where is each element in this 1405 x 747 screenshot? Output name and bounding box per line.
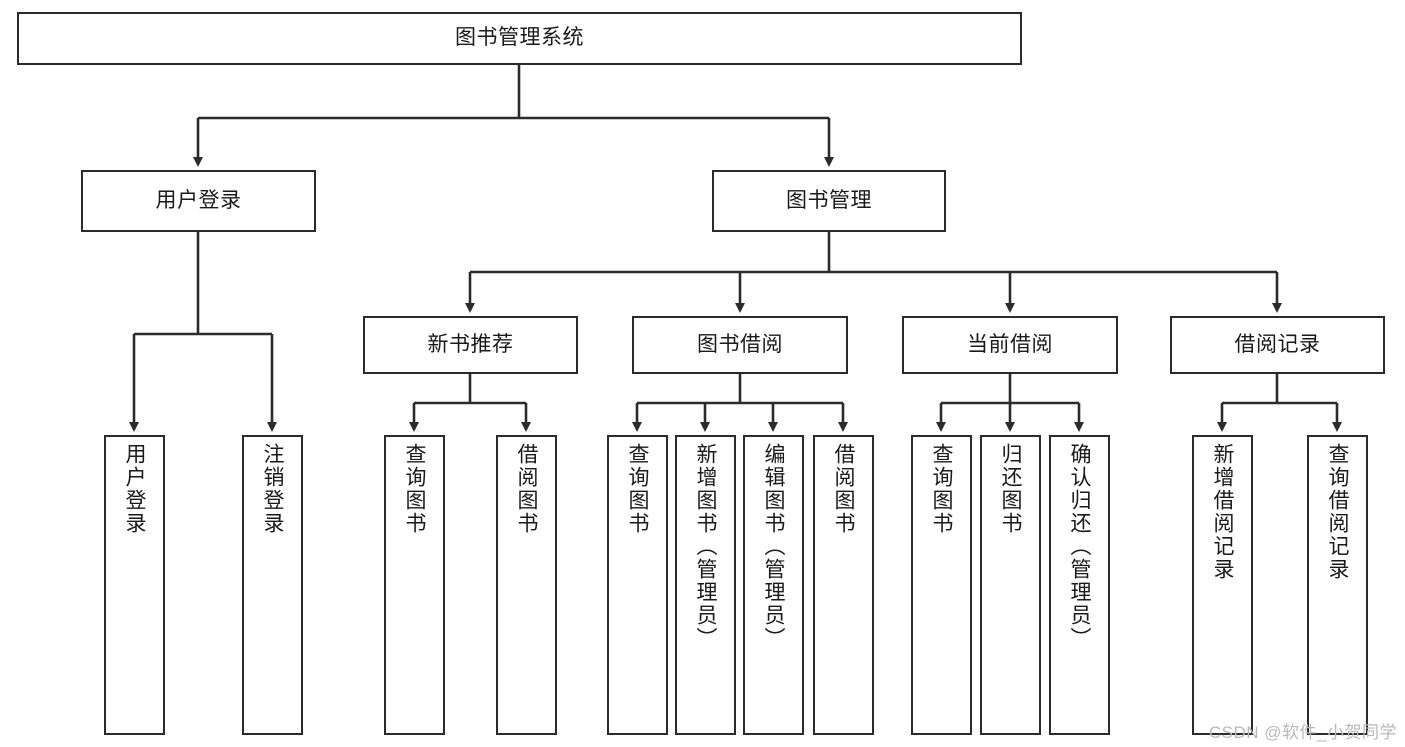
node-leaf-add-record[interactable]: 新增借阅记录 xyxy=(1192,435,1253,735)
node-leaf-query-book-2[interactable]: 查询图书 xyxy=(607,435,668,735)
node-leaf-borrow-book-1-label: 借阅图书 xyxy=(515,443,538,535)
node-leaf-query-book-2-label: 查询图书 xyxy=(626,443,649,535)
node-leaf-confirm-return-label: 确认归还（管理员） xyxy=(1068,443,1091,650)
node-user-login[interactable]: 用户登录 xyxy=(81,170,316,232)
node-new-book-rec[interactable]: 新书推荐 xyxy=(363,316,578,374)
watermark-text: CSDN @软件_小贺同学 xyxy=(1208,723,1397,742)
node-leaf-user-login-label: 用户登录 xyxy=(123,443,146,535)
node-leaf-query-record-label: 查询借阅记录 xyxy=(1326,443,1349,581)
node-leaf-add-record-label: 新增借阅记录 xyxy=(1211,443,1234,581)
node-root-label: 图书管理系统 xyxy=(455,26,584,50)
node-leaf-edit-book-label: 编辑图书（管理员） xyxy=(762,443,785,650)
node-leaf-add-book[interactable]: 新增图书（管理员） xyxy=(675,435,736,735)
node-leaf-logout[interactable]: 注销登录 xyxy=(242,435,303,735)
node-current-borrow-label: 当前借阅 xyxy=(967,332,1053,356)
node-user-login-label: 用户登录 xyxy=(155,188,242,212)
node-book-manage[interactable]: 图书管理 xyxy=(712,170,946,232)
node-book-manage-label: 图书管理 xyxy=(786,188,872,212)
node-leaf-return-book[interactable]: 归还图书 xyxy=(980,435,1041,735)
node-leaf-logout-label: 注销登录 xyxy=(261,443,284,535)
node-leaf-edit-book[interactable]: 编辑图书（管理员） xyxy=(743,435,804,735)
node-root[interactable]: 图书管理系统 xyxy=(17,12,1022,65)
node-leaf-query-record[interactable]: 查询借阅记录 xyxy=(1307,435,1368,735)
node-current-borrow[interactable]: 当前借阅 xyxy=(902,316,1118,374)
node-leaf-query-book-1[interactable]: 查询图书 xyxy=(384,435,445,735)
node-leaf-add-book-label: 新增图书（管理员） xyxy=(694,443,717,650)
node-leaf-confirm-return[interactable]: 确认归还（管理员） xyxy=(1049,435,1110,735)
node-leaf-query-book-3[interactable]: 查询图书 xyxy=(911,435,972,735)
node-borrow-record[interactable]: 借阅记录 xyxy=(1170,316,1385,374)
node-leaf-borrow-book-2[interactable]: 借阅图书 xyxy=(813,435,874,735)
node-borrow-record-label: 借阅记录 xyxy=(1234,332,1321,356)
node-leaf-query-book-3-label: 查询图书 xyxy=(930,443,953,535)
node-new-book-rec-label: 新书推荐 xyxy=(427,332,514,356)
node-leaf-return-book-label: 归还图书 xyxy=(999,443,1022,535)
node-leaf-borrow-book-1[interactable]: 借阅图书 xyxy=(496,435,557,735)
node-leaf-borrow-book-2-label: 借阅图书 xyxy=(832,443,855,535)
node-book-borrow-label: 图书借阅 xyxy=(697,332,783,356)
node-leaf-user-login[interactable]: 用户登录 xyxy=(104,435,165,735)
node-book-borrow[interactable]: 图书借阅 xyxy=(632,316,848,374)
node-leaf-query-book-1-label: 查询图书 xyxy=(403,443,426,535)
